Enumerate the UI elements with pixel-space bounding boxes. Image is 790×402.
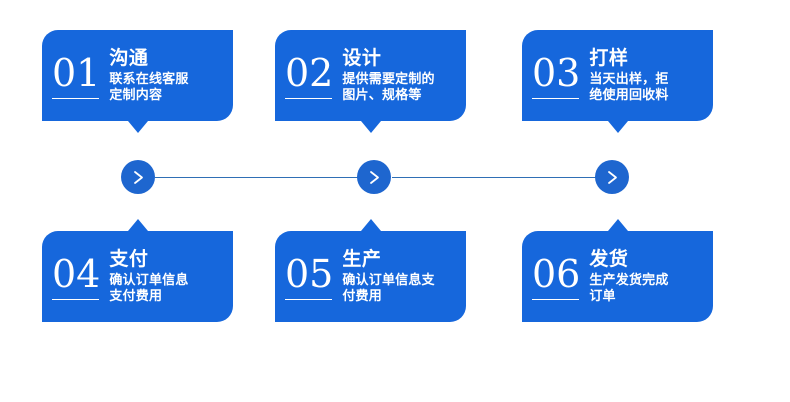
step-description-02: 提供需要定制的 图片、规格等 [342,71,435,104]
step-description-05: 确认订单信息支 付费用 [342,272,435,305]
step-title-05: 生产 [342,248,382,271]
step-text-02: 设计 提供需要定制的 图片、规格等 [342,46,460,105]
step-number-02: 02 [285,54,333,99]
step-card-02[interactable]: 02 设计 提供需要定制的 图片、规格等 [275,30,466,133]
card-pointer-up-icon [360,219,381,231]
step-text-06: 发货 生产发货完成 订单 [589,247,707,306]
step-title-02: 设计 [342,47,382,70]
step-text-05: 生产 确认订单信息支 付费用 [342,247,460,306]
step-title-06: 发货 [589,248,629,271]
step-number-01: 01 [52,54,100,99]
connector-track [0,155,790,201]
connector-node-2[interactable] [357,160,391,194]
connector-node-3[interactable] [595,160,629,194]
step-title-04: 支付 [109,248,149,271]
step-number-03: 03 [532,54,580,99]
step-card-01[interactable]: 01 沟通 联系在线客服 定制内容 [42,30,233,133]
step-text-01: 沟通 联系在线客服 定制内容 [109,46,227,105]
connector-node-1[interactable] [121,160,155,194]
step-card-05[interactable]: 05 生产 确认订单信息支 付费用 [275,219,466,322]
step-description-04: 确认订单信息 支付费用 [109,272,189,305]
chevron-right-icon [133,170,143,184]
step-title-03: 打样 [589,47,629,70]
chevron-right-icon [607,170,617,184]
step-number-05: 05 [285,255,333,300]
chevron-right-icon [369,170,379,184]
step-card-06[interactable]: 06 发货 生产发货完成 订单 [522,219,713,322]
card-pointer-up-icon [127,219,148,231]
step-card-03[interactable]: 03 打样 当天出样，拒 绝使用回收料 [522,30,713,133]
step-description-06: 生产发货完成 订单 [589,272,669,305]
connector-line-2 [392,177,605,178]
step-text-03: 打样 当天出样，拒 绝使用回收料 [589,46,707,105]
step-number-06: 06 [532,255,580,300]
step-text-04: 支付 确认订单信息 支付费用 [109,247,227,306]
step-description-03: 当天出样，拒 绝使用回收料 [589,71,669,104]
step-description-01: 联系在线客服 定制内容 [109,71,189,104]
step-title-01: 沟通 [109,47,149,70]
connector-line-1 [155,177,367,178]
card-pointer-down-icon [360,121,381,133]
card-pointer-up-icon [607,219,628,231]
step-card-04[interactable]: 04 支付 确认订单信息 支付费用 [42,219,233,322]
step-number-04: 04 [52,255,100,300]
card-pointer-down-icon [607,121,628,133]
card-pointer-down-icon [127,121,148,133]
